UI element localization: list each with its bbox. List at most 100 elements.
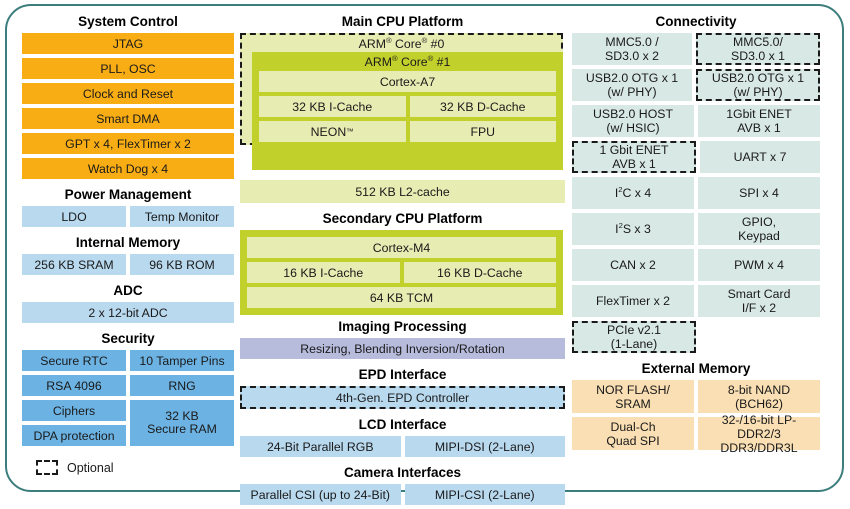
connectivity-cell-4-right[interactable]: SPI x 4 xyxy=(698,177,820,209)
connectivity-cell-2-left-line-1: USB2.0 HOST xyxy=(593,107,673,121)
connectivity-cell-7-right-line-2: I/F x 2 xyxy=(741,301,777,315)
block-a7-icache[interactable]: 32 KB I-Cache xyxy=(259,96,406,117)
block-rom[interactable]: 96 KB ROM xyxy=(130,254,234,275)
block-rsa-4096[interactable]: RSA 4096 xyxy=(22,375,126,396)
block-m4-dcache[interactable]: 16 KB D-Cache xyxy=(403,262,556,283)
block-arm-core-1[interactable]: ARM® Core® #1 Cortex-A7 32 KB I-Cache 32… xyxy=(252,52,563,170)
connectivity-cell-5-right[interactable]: GPIO,Keypad xyxy=(698,213,820,245)
connectivity-cell-1-left-line-2: (w/ PHY) xyxy=(607,85,657,99)
block-sram[interactable]: 256 KB SRAM xyxy=(22,254,126,275)
connectivity-cell-8-left[interactable]: PCIe v2.1(1-Lane) xyxy=(572,321,696,353)
block-row: 32 KB I-Cache 32 KB D-Cache xyxy=(259,96,556,117)
block-row: PLL, OSC xyxy=(22,58,234,79)
block-row: 16 KB I-Cache 16 KB D-Cache xyxy=(247,262,556,283)
epd-interface-group: EPD Interface 4th-Gen. EPD Controller xyxy=(240,363,565,409)
section-title-secondary-cpu-platform: Secondary CPU Platform xyxy=(322,211,483,226)
section-title-power-management: Power Management xyxy=(64,187,192,202)
block-rng[interactable]: RNG xyxy=(130,375,234,396)
block-pll-osc[interactable]: PLL, OSC xyxy=(22,58,234,79)
connectivity-cell-0-left[interactable]: MMC5.0 /SD3.0 x 2 xyxy=(572,33,692,65)
connectivity-cell-1-right[interactable]: USB2.0 OTG x 1(w/ PHY) xyxy=(696,69,820,101)
connectivity-cell-3-right[interactable]: UART x 7 xyxy=(700,141,820,173)
connectivity-cell-6-right[interactable]: PWM x 4 xyxy=(698,249,820,281)
block-mipi-csi[interactable]: MIPI-CSI (2-Lane) xyxy=(404,484,565,505)
arm-core-0-label: ARM® Core® #0 xyxy=(358,35,445,51)
block-gpt-flextimer[interactable]: GPT x 4, FlexTimer x 2 xyxy=(22,133,234,154)
block-temp-monitor[interactable]: Temp Monitor xyxy=(130,206,234,227)
connectivity-cell-2-left[interactable]: USB2.0 HOST(w/ HSIC) xyxy=(572,105,694,137)
block-epd-controller[interactable]: 4th-Gen. EPD Controller xyxy=(240,386,565,409)
block-m4-icache[interactable]: 16 KB I-Cache xyxy=(247,262,400,283)
connectivity-cell-4-left[interactable]: I2C x 4 xyxy=(572,177,694,209)
legend-label: Optional xyxy=(67,460,114,475)
block-row: 256 KB SRAM 96 KB ROM xyxy=(22,254,234,275)
connectivity-cell-7-left[interactable]: FlexTimer x 2 xyxy=(572,285,694,317)
connectivity-cell-1-right-line-2: (w/ PHY) xyxy=(733,85,783,99)
connectivity-row: I2S x 3 GPIO,Keypad xyxy=(572,213,820,245)
block-cortex-m4[interactable]: Cortex-M4 xyxy=(247,237,556,258)
block-parallel-rgb[interactable]: 24-Bit Parallel RGB xyxy=(240,436,401,457)
block-tcm[interactable]: 64 KB TCM xyxy=(247,287,556,308)
block-secure-ram[interactable]: 32 KB Secure RAM xyxy=(130,400,234,446)
connectivity-cell-1-left-line-1: USB2.0 OTG x 1 xyxy=(585,71,679,85)
block-row: Ciphers xyxy=(22,400,126,421)
connectivity-cell-0-right[interactable]: MMC5.0/SD3.0 x 1 xyxy=(696,33,820,65)
dashed-border-swatch xyxy=(36,460,58,475)
connectivity-cell-5-left-line-1: I2S x 3 xyxy=(615,220,651,236)
connectivity-row: USB2.0 OTG x 1(w/ PHY)USB2.0 OTG x 1(w/ … xyxy=(572,69,820,101)
section-title-lcd-interface: LCD Interface xyxy=(358,417,447,432)
secondary-cpu-platform-group: Cortex-M4 16 KB I-Cache 16 KB D-Cache 64… xyxy=(240,230,563,315)
connectivity-cell-1-left[interactable]: USB2.0 OTG x 1(w/ PHY) xyxy=(572,69,692,101)
block-secure-rtc[interactable]: Secure RTC xyxy=(22,350,126,371)
section-title-system-control: System Control xyxy=(78,14,178,29)
connectivity-cell-0-right-line-1: MMC5.0/ xyxy=(733,35,783,49)
connectivity-cell-7-left-line-1: FlexTimer x 2 xyxy=(595,294,670,308)
section-title-external-memory: External Memory xyxy=(641,361,751,376)
camera-interfaces-group: Camera Interfaces Parallel CSI (up to 24… xyxy=(240,461,565,505)
connectivity-cell-5-right-line-1: GPIO, xyxy=(741,215,777,229)
block-jtag[interactable]: JTAG xyxy=(22,33,234,54)
block-fpu[interactable]: FPU xyxy=(409,121,556,142)
block-ldo[interactable]: LDO xyxy=(22,206,126,227)
block-parallel-csi[interactable]: Parallel CSI (up to 24-Bit) xyxy=(240,484,401,505)
block-row: Watch Dog x 4 xyxy=(22,158,234,179)
block-row: Parallel CSI (up to 24-Bit) MIPI-CSI (2-… xyxy=(240,484,565,505)
block-watch-dog[interactable]: Watch Dog x 4 xyxy=(22,158,234,179)
external-memory-cell-0-left[interactable]: NOR FLASH/SRAM xyxy=(572,380,694,413)
block-ciphers[interactable]: Ciphers xyxy=(22,400,126,421)
section-title-main-cpu-platform: Main CPU Platform xyxy=(341,14,464,29)
block-dpa-protection[interactable]: DPA protection xyxy=(22,425,126,446)
block-mipi-dsi[interactable]: MIPI-DSI (2-Lane) xyxy=(404,436,565,457)
connectivity-cell-5-left[interactable]: I2S x 3 xyxy=(572,213,694,245)
connectivity-row: PCIe v2.1(1-Lane) xyxy=(572,321,820,353)
block-row: 512 KB L2-cache xyxy=(240,180,565,203)
block-smart-dma[interactable]: Smart DMA xyxy=(22,108,234,129)
connectivity-cell-6-left-line-1: CAN x 2 xyxy=(610,258,656,272)
connectivity-cell-6-left[interactable]: CAN x 2 xyxy=(572,249,694,281)
block-tamper-pins[interactable]: 10 Tamper Pins xyxy=(130,350,234,371)
block-l2-cache[interactable]: 512 KB L2-cache xyxy=(240,180,565,203)
block-imaging-processing[interactable]: Resizing, Blending Inversion/Rotation xyxy=(240,338,565,359)
connectivity-cell-0-left-line-2: SD3.0 x 2 xyxy=(605,49,659,63)
external-memory-cell-0-right[interactable]: 8-bit NAND(BCH62) xyxy=(698,380,820,413)
external-memory-cell-0-left-line-2: SRAM xyxy=(615,396,651,411)
external-memory-cell-0-right-line-1: 8-bit NAND xyxy=(727,382,791,397)
block-adc[interactable]: 2 x 12-bit ADC xyxy=(22,302,234,323)
block-a7-dcache[interactable]: 32 KB D-Cache xyxy=(409,96,556,117)
block-clock-and-reset[interactable]: Clock and Reset xyxy=(22,83,234,104)
block-row: GPT x 4, FlexTimer x 2 xyxy=(22,133,234,154)
block-cortex-a7[interactable]: Cortex-A7 xyxy=(259,71,556,92)
section-title-security: Security xyxy=(101,331,155,346)
block-row: 2 x 12-bit ADC xyxy=(22,302,234,323)
